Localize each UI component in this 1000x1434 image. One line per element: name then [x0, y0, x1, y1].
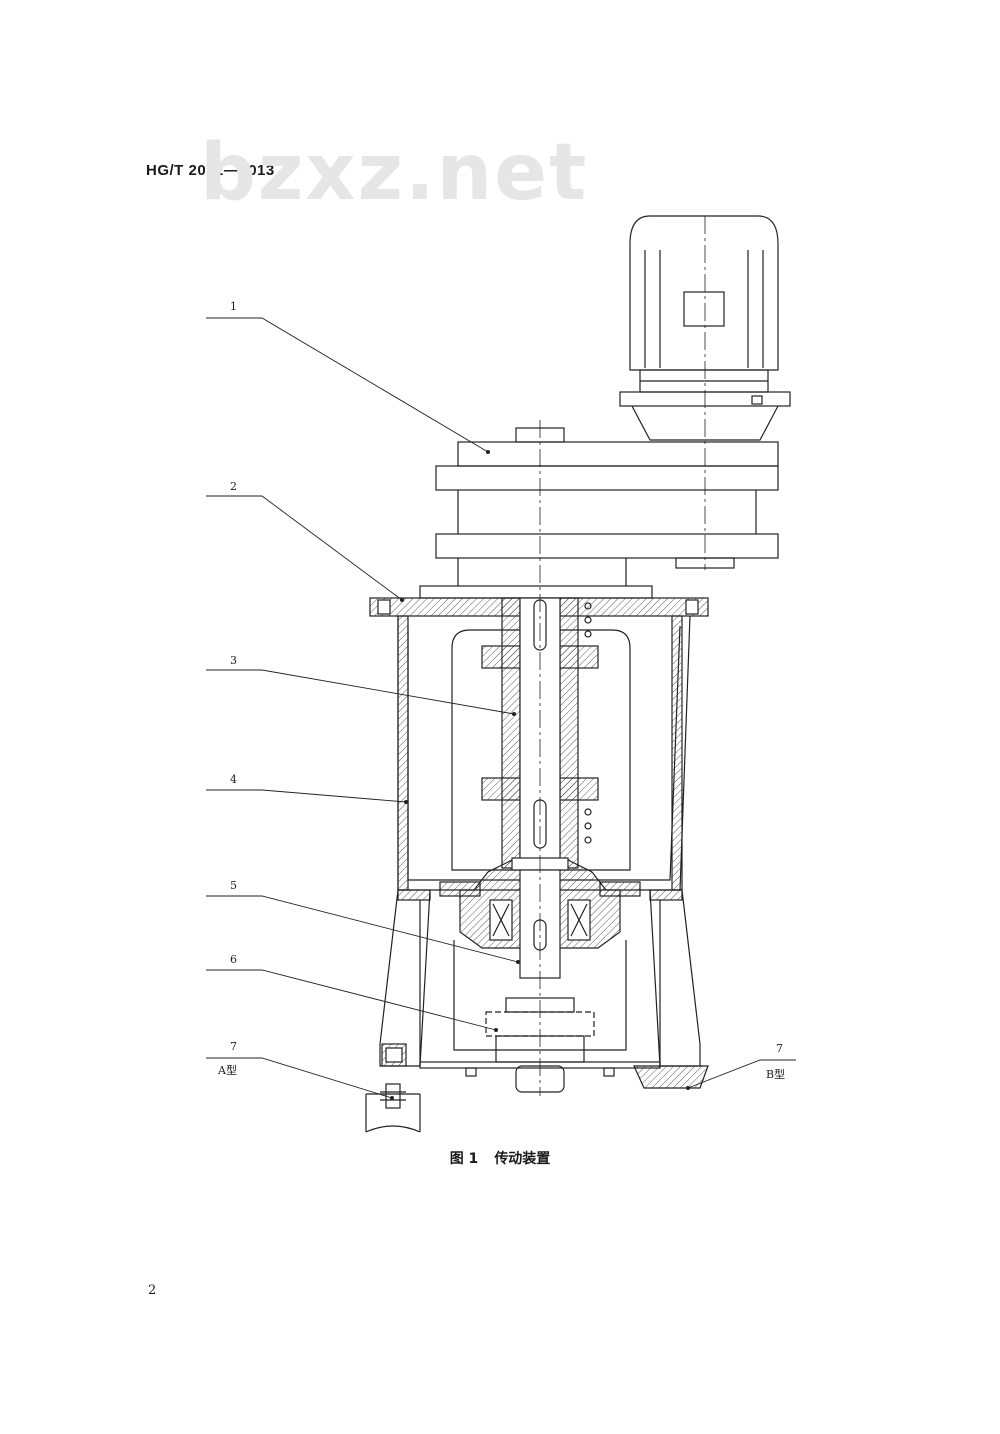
- type-a-label: A型: [217, 1063, 237, 1077]
- callout-6: 6: [230, 953, 237, 966]
- callout-7-b: 7: [776, 1042, 783, 1055]
- foot-type-b: [633, 1065, 709, 1089]
- standard-code: HG/T 2052—2013: [146, 162, 275, 179]
- figure-caption: 图 1 传动装置: [0, 1148, 1000, 1168]
- type-b-label: B型: [766, 1067, 785, 1081]
- leader-lines: [206, 317, 796, 1099]
- callout-4: 4: [230, 773, 237, 786]
- figure-title: 传动装置: [494, 1151, 551, 1167]
- bearing-seat: [439, 857, 641, 979]
- motor: [619, 215, 791, 441]
- callout-1: 1: [230, 300, 237, 313]
- callout-2: 2: [230, 480, 237, 493]
- reducer: [435, 427, 779, 586]
- callout-3: 3: [230, 654, 237, 667]
- callout-7-a: 7: [230, 1040, 237, 1053]
- page-number: 2: [148, 1283, 157, 1298]
- figure-number: 图 1: [449, 1151, 479, 1167]
- callout-5: 5: [230, 879, 237, 892]
- watermark-text: bzxz.net: [200, 128, 589, 218]
- foot-type-a: [365, 1043, 421, 1133]
